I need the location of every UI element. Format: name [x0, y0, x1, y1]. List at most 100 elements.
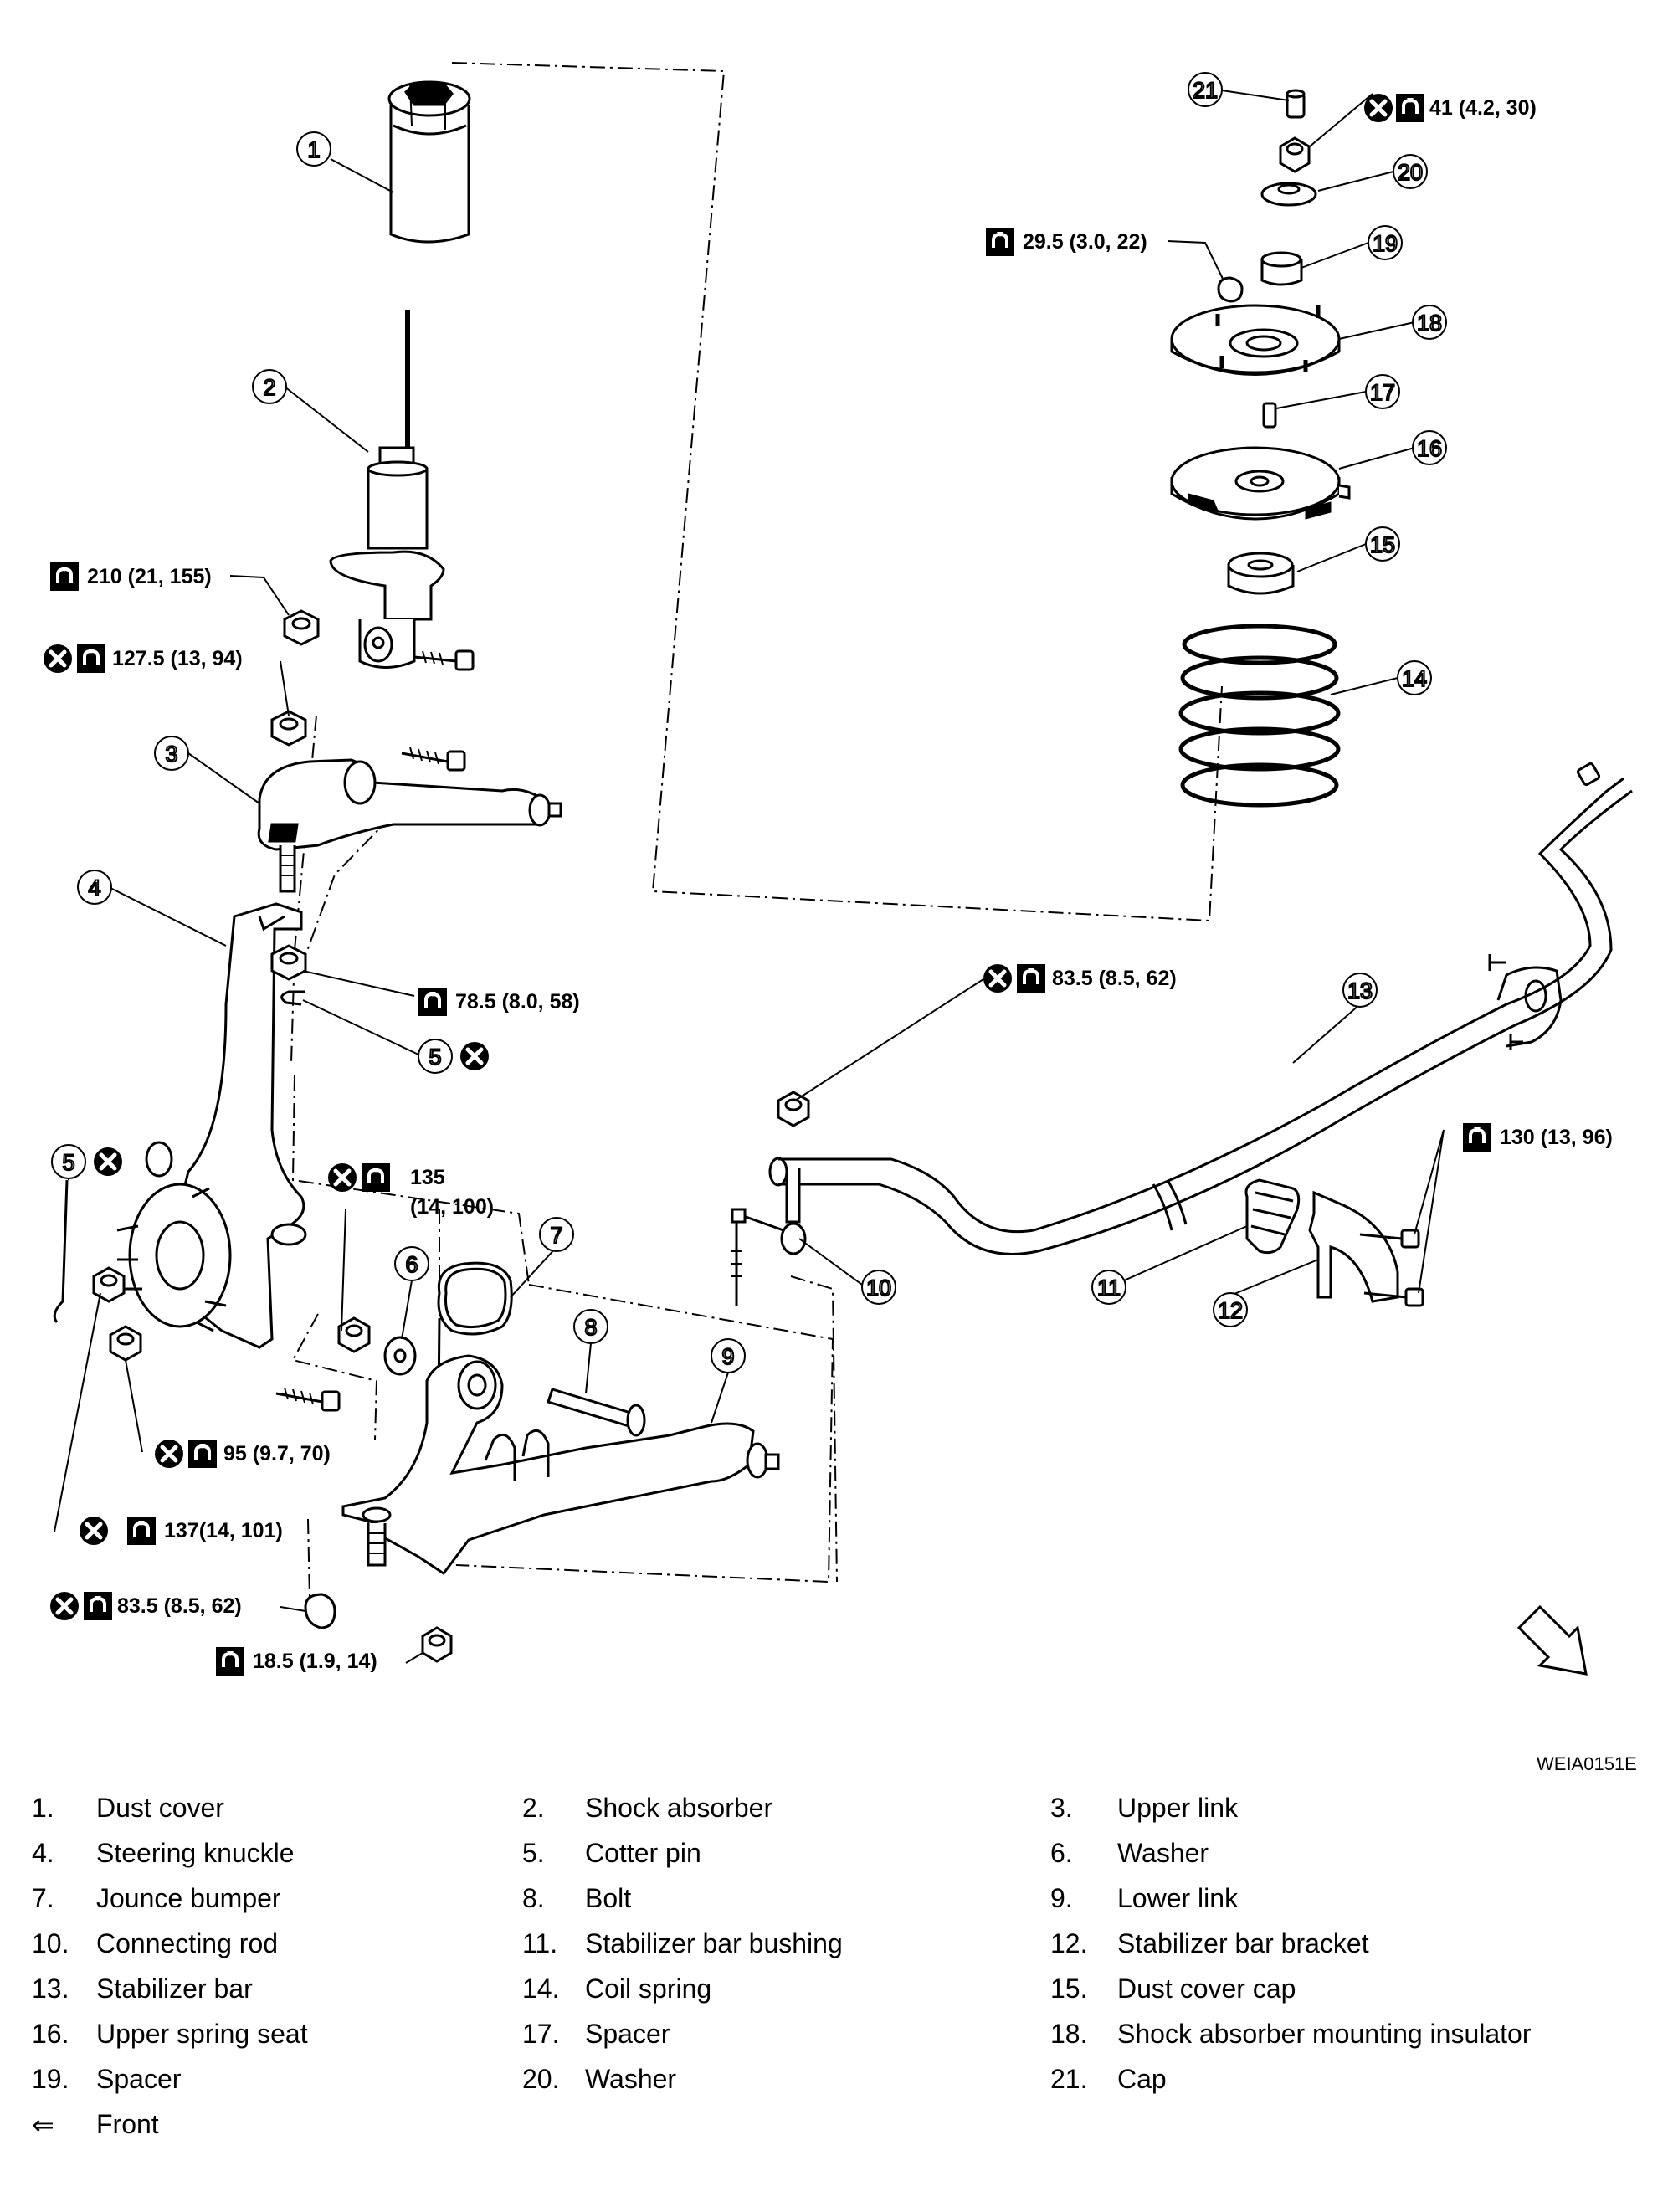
dust-cover-part: [387, 80, 471, 244]
nut-210: [283, 609, 320, 646]
callout-20: 20: [1393, 154, 1428, 189]
legend-number: 1.: [32, 1793, 54, 1823]
legend-number: 2.: [522, 1793, 545, 1823]
legend-label: Stabilizer bar bushing: [585, 1928, 843, 1958]
callout-9: 9: [711, 1338, 746, 1373]
legend-number: 16.: [32, 2019, 69, 2049]
legend-number: 4.: [32, 1838, 54, 1868]
svg-text:135: 135: [410, 1166, 445, 1189]
svg-text:(14, 100): (14, 100): [410, 1195, 494, 1219]
shock-absorber-part: [329, 310, 445, 669]
legend-number: 8.: [522, 1883, 545, 1913]
washer-part: [383, 1336, 417, 1376]
cap-part: [1286, 89, 1306, 119]
knuckle-nut: [270, 944, 307, 981]
callout-11: 11: [1091, 1270, 1126, 1305]
torque-83-upper: 83.5 (8.5, 62): [983, 964, 1177, 993]
replace-5-upper: [460, 1042, 489, 1070]
spacer-19-part: [1260, 251, 1303, 286]
legend-label: Stabilizer bar bracket: [1117, 1928, 1369, 1958]
legend-label: Upper link: [1117, 1793, 1239, 1823]
svg-text:16: 16: [1417, 436, 1442, 461]
torque-29: 29.5 (3.0, 22): [984, 226, 1147, 258]
callout-8: 8: [573, 1309, 608, 1344]
front-arrow-icon: [1516, 1604, 1588, 1676]
svg-text:127.5 (13, 94): 127.5 (13, 94): [112, 647, 243, 670]
svg-text:20: 20: [1398, 160, 1423, 185]
legend-number: 5.: [522, 1838, 545, 1868]
legend-label: Spacer: [585, 2019, 670, 2049]
connecting-rod-part: [731, 1168, 807, 1306]
callout-18: 18: [1412, 305, 1447, 340]
lower-link-part: [341, 1354, 780, 1576]
legend-label: Cotter pin: [585, 1838, 701, 1868]
stabilizer-bracket-part: [1308, 1190, 1399, 1303]
svg-text:41 (4.2, 30): 41 (4.2, 30): [1429, 96, 1537, 120]
dust-cover-cap-part: [1227, 552, 1295, 595]
svg-text:5: 5: [62, 1150, 74, 1175]
svg-text:14: 14: [1402, 666, 1427, 691]
svg-text:4: 4: [88, 875, 100, 901]
upper-link-bolt: [401, 747, 466, 772]
torque-95: 95 (9.7, 70): [155, 1440, 331, 1468]
knuckle-lower-nut: [92, 1266, 126, 1303]
alignment-dashed-lines: [290, 62, 1223, 1599]
knuckle-bolt-95: [275, 1387, 341, 1412]
nut-41: [1279, 136, 1311, 173]
legend-label: Stabilizer bar: [96, 1973, 253, 2004]
callout-13: 13: [1342, 973, 1378, 1008]
torque-18: 18.5 (1.9, 14): [214, 1645, 377, 1677]
svg-text:83.5 (8.5, 62): 83.5 (8.5, 62): [1052, 967, 1177, 990]
svg-text:95 (9.7, 70): 95 (9.7, 70): [223, 1442, 331, 1465]
legend-label: Connecting rod: [96, 1928, 279, 1958]
svg-text:29.5 (3.0, 22): 29.5 (3.0, 22): [1023, 230, 1147, 254]
torque-210: 210 (21, 155): [49, 561, 212, 593]
leader-lines: [54, 90, 1445, 1664]
svg-text:83.5 (8.5, 62): 83.5 (8.5, 62): [117, 1594, 242, 1618]
callout-15: 15: [1365, 526, 1400, 562]
torque-137: 137(14, 101): [80, 1517, 283, 1545]
svg-text:1: 1: [307, 137, 320, 162]
callout-16: 16: [1412, 430, 1447, 465]
legend-number: 6.: [1050, 1838, 1073, 1868]
nut-83-upper: [777, 1091, 810, 1127]
nut-127: [270, 710, 307, 747]
svg-text:9: 9: [721, 1344, 734, 1369]
callout-14: 14: [1397, 660, 1432, 695]
cotter-pin-upper: [280, 990, 305, 1006]
legend-label: Dust cover cap: [1117, 1973, 1296, 2004]
cotter-pin-lower: [53, 1179, 69, 1323]
callout-17: 17: [1365, 374, 1400, 409]
legend-label: Washer: [585, 2064, 677, 2094]
callout-5-upper: 5: [418, 1039, 453, 1074]
legend-number: 3.: [1050, 1793, 1073, 1823]
legend-number: 13.: [32, 1973, 69, 2004]
stabilizer-bar-part: [768, 777, 1633, 1255]
coil-spring-part: [1178, 624, 1341, 808]
svg-text:3: 3: [165, 742, 177, 767]
legend-number: 10.: [32, 1928, 69, 1958]
legend-number: 20.: [522, 2064, 560, 2094]
callout-7: 7: [539, 1217, 574, 1252]
svg-text:19: 19: [1373, 231, 1398, 256]
legend-number: 19.: [32, 2064, 69, 2094]
torque-130: 130 (13, 96): [1461, 1121, 1613, 1153]
callout-1: 1: [296, 131, 331, 167]
svg-text:18: 18: [1417, 311, 1442, 336]
figure-code: WEIA0151E: [1537, 1753, 1637, 1774]
legend-number: 9.: [1050, 1883, 1073, 1913]
svg-text:210 (21, 155): 210 (21, 155): [87, 565, 212, 588]
legend-label: Upper spring seat: [96, 2019, 308, 2049]
svg-text:78.5 (8.0, 58): 78.5 (8.0, 58): [455, 990, 580, 1014]
nut-29: [1217, 276, 1244, 303]
upper-spring-seat-part: [1170, 446, 1351, 521]
legend-number: 12.: [1050, 1928, 1088, 1958]
torque-78: 78.5 (8.0, 58): [417, 986, 580, 1018]
svg-text:2: 2: [263, 375, 275, 400]
lower-nut-18: [421, 1626, 453, 1663]
legend-label: Bolt: [585, 1883, 632, 1913]
callout-3: 3: [154, 736, 189, 771]
callout-2: 2: [252, 369, 287, 404]
bolt-part: [547, 1388, 646, 1437]
